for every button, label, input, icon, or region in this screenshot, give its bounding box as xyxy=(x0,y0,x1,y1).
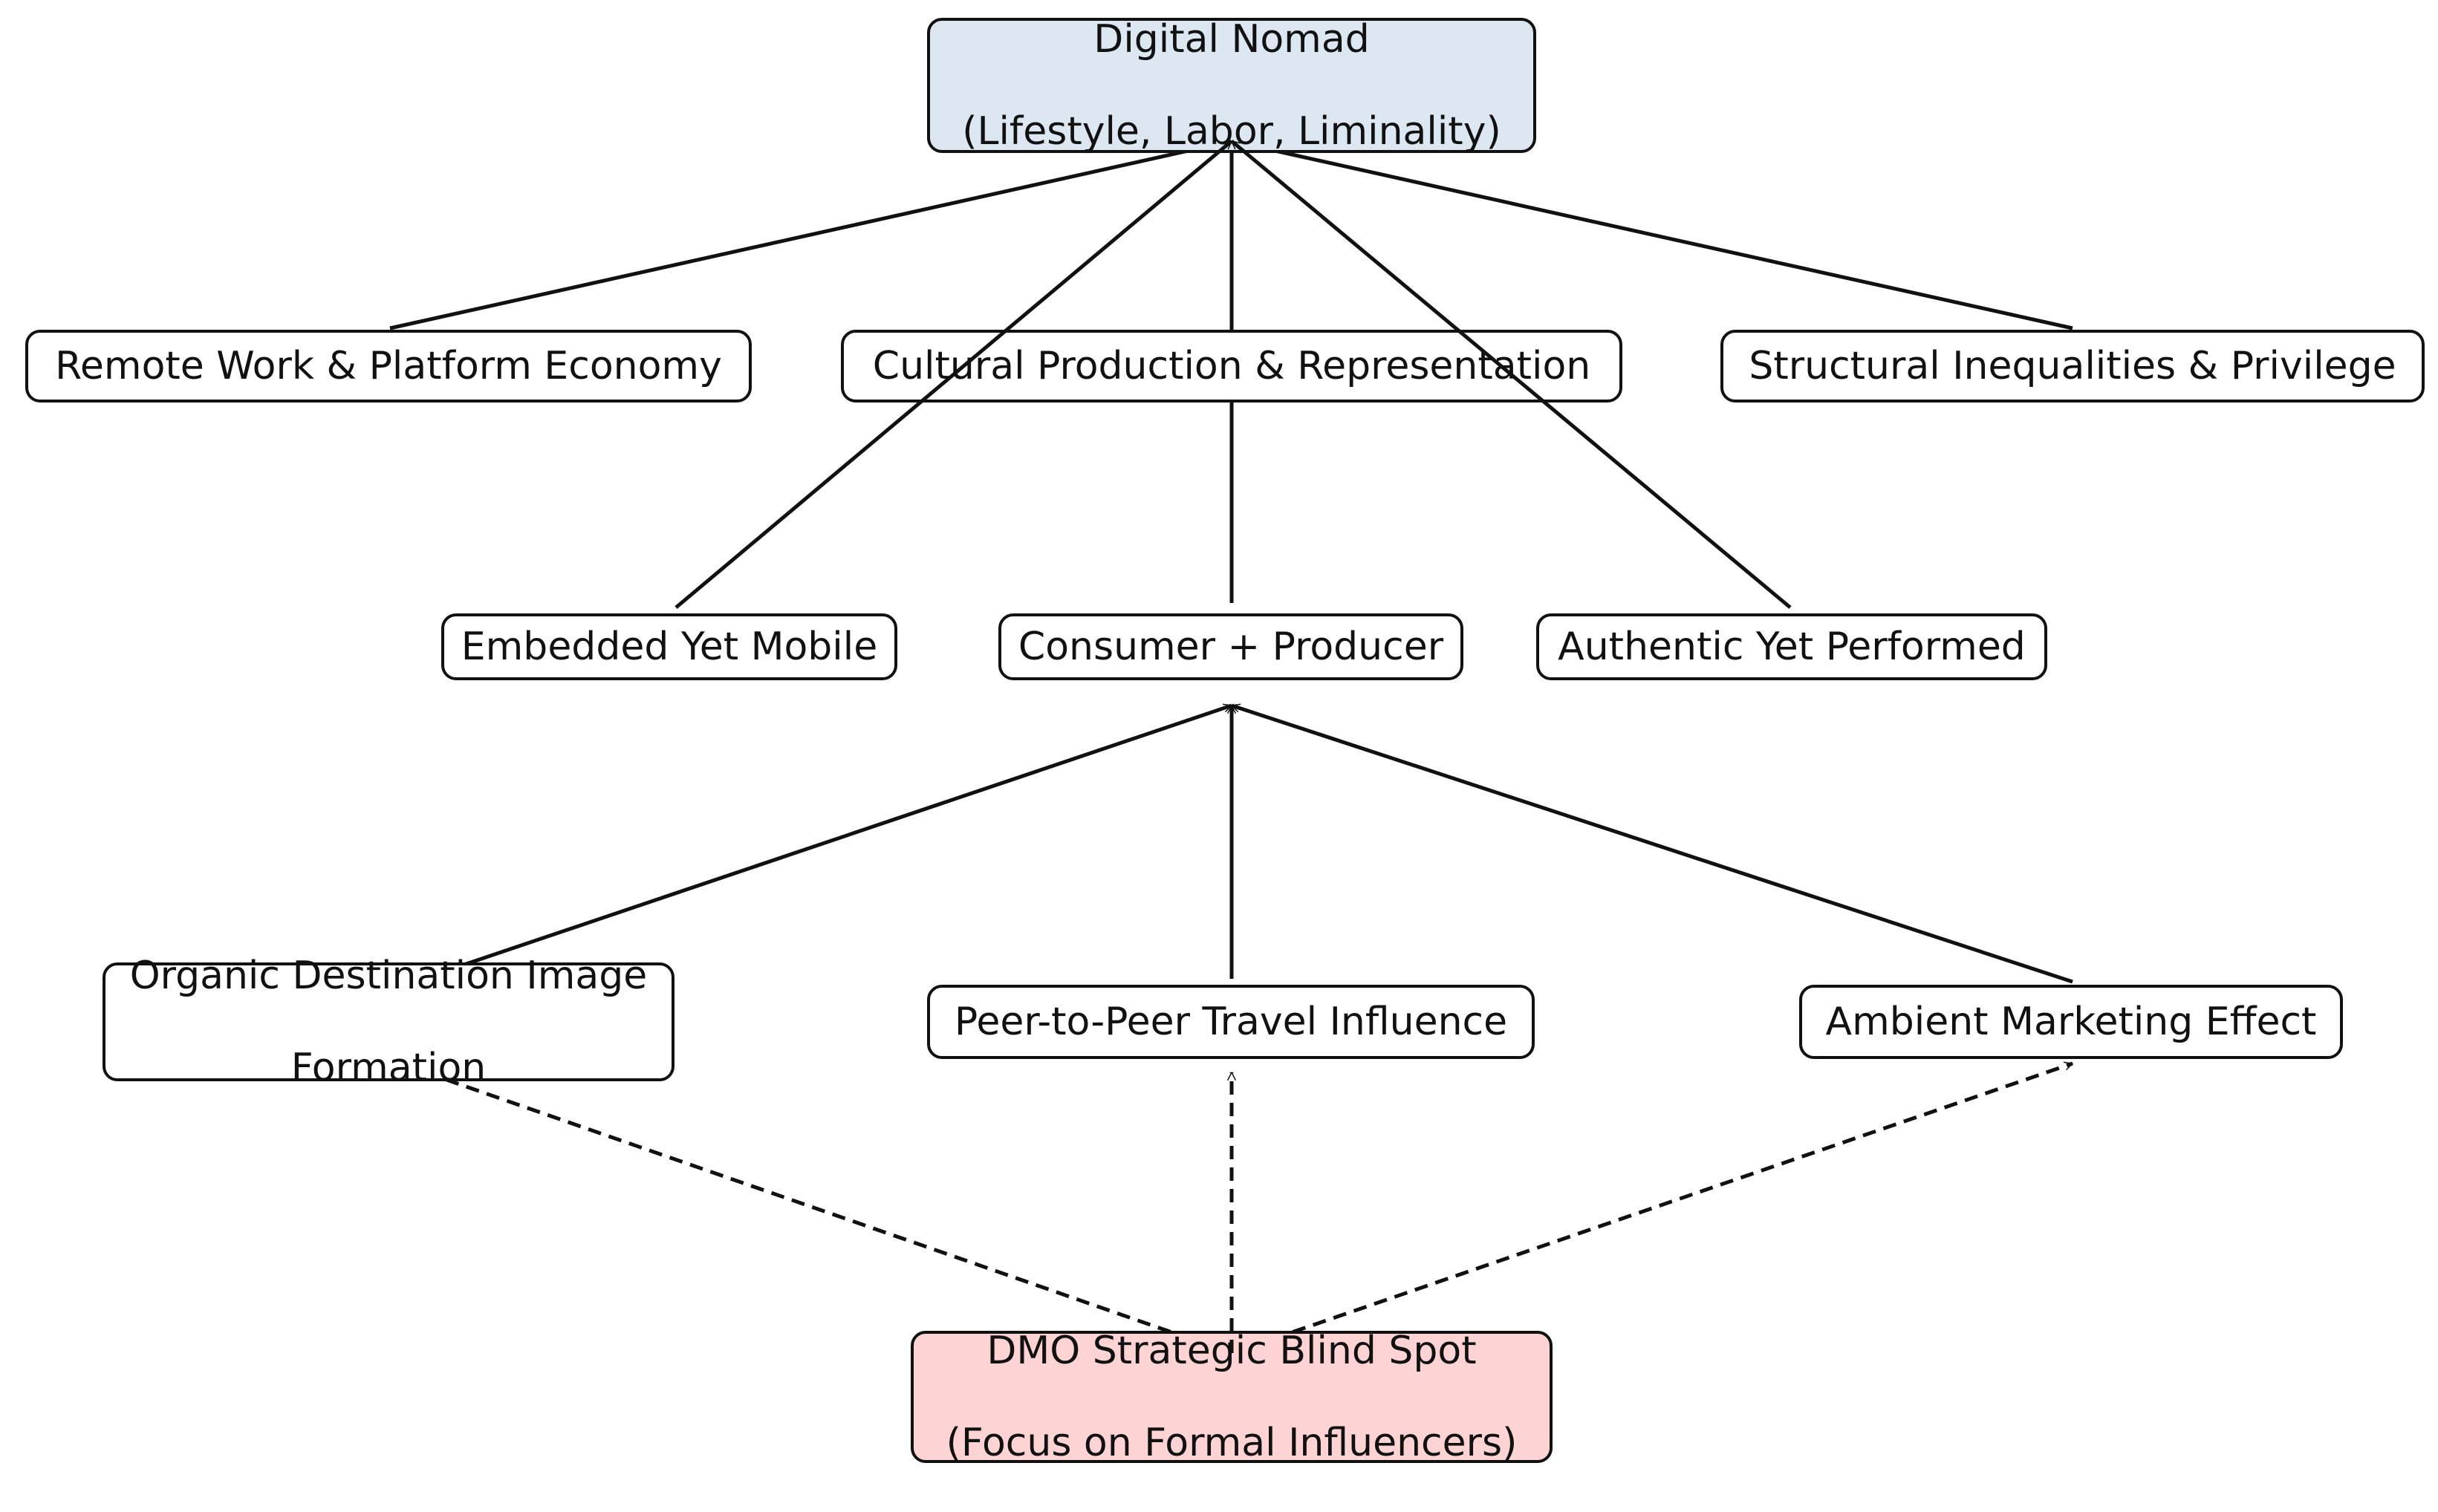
node-consumer-producer: Consumer + Producer xyxy=(998,613,1463,680)
node-remote-work-label: Remote Work & Platform Economy xyxy=(55,344,722,388)
edge-dmo-blind-spot-to-ambient-marketing xyxy=(1231,1061,2073,1355)
node-structural-inequalities-label: Structural Inequalities & Privilege xyxy=(1749,344,2396,388)
node-dmo-blind-spot-title: DMO Strategic Blind Spot xyxy=(986,1329,1477,1373)
node-ambient-marketing-label: Ambient Marketing Effect xyxy=(1825,1000,2317,1044)
node-consumer-producer-label: Consumer + Producer xyxy=(1018,625,1444,669)
node-embedded-mobile-label: Embedded Yet Mobile xyxy=(461,625,878,669)
node-organic-image-line1: Organic Destination Image xyxy=(129,954,648,998)
node-structural-inequalities: Structural Inequalities & Privilege xyxy=(1720,330,2425,403)
node-dmo-blind-spot: DMO Strategic Blind Spot (Focus on Forma… xyxy=(911,1329,1553,1465)
node-ambient-marketing: Ambient Marketing Effect xyxy=(1799,985,2343,1059)
node-dmo-blind-spot-subtitle: (Focus on Formal Influencers) xyxy=(946,1421,1518,1465)
node-authentic-performed-label: Authentic Yet Performed xyxy=(1558,625,2026,669)
node-digital-nomad-title: Digital Nomad xyxy=(1093,17,1370,62)
node-authentic-performed: Authentic Yet Performed xyxy=(1536,613,2047,680)
node-organic-image-line2: Formation xyxy=(290,1046,487,1090)
node-embedded-mobile: Embedded Yet Mobile xyxy=(441,613,897,680)
node-peer-influence: Peer-to-Peer Travel Influence xyxy=(927,985,1535,1059)
edge-organic-image-to-consumer-producer xyxy=(439,706,1232,975)
edge-dmo-blind-spot-to-organic-image xyxy=(400,1061,1232,1355)
node-digital-nomad: Digital Nomad (Lifestyle, Labor, Liminal… xyxy=(927,17,1536,154)
node-cultural-production-label: Cultural Production & Representation xyxy=(872,344,1591,388)
node-peer-influence-label: Peer-to-Peer Travel Influence xyxy=(954,1000,1508,1044)
node-digital-nomad-subtitle: (Lifestyle, Labor, Liminality) xyxy=(962,109,1501,154)
node-remote-work: Remote Work & Platform Economy xyxy=(25,330,752,403)
node-cultural-production: Cultural Production & Representation xyxy=(841,330,1622,403)
edge-ambient-marketing-to-consumer-producer xyxy=(1232,706,2073,984)
node-organic-image: Organic Destination Image Formation xyxy=(103,954,674,1090)
